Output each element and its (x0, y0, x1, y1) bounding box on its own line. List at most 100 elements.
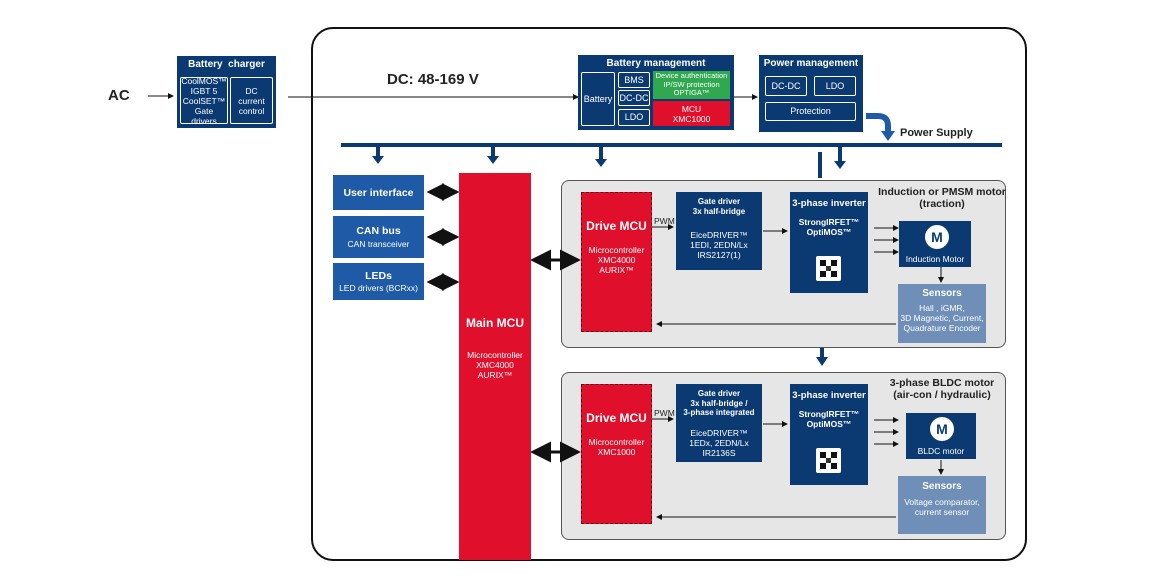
optiga-auth-cell: Device authentication IP/SW protection O… (653, 71, 730, 99)
battery-management-title: Battery management (606, 58, 706, 69)
motor1-drive-mcu: Drive MCU Microcontroller XMC4000 AURIX™ (581, 192, 652, 332)
bms-cell: BMS (618, 72, 650, 88)
system-boundary (311, 27, 1027, 561)
pm-dcdc-cell: DC-DC (765, 76, 807, 96)
drive-mcu-line: Microcontroller (588, 437, 645, 447)
motor1-drive-mcu-title: Drive MCU (586, 219, 647, 233)
motor1-title-line: Induction or PMSM motor (878, 186, 1006, 198)
auth-line: Device authentication (655, 71, 728, 81)
motor-icon: M (930, 417, 954, 441)
motor2-drive-mcu-title: Drive MCU (586, 411, 647, 425)
gate-line: 1EDI, 2EDN/Lx (690, 240, 748, 250)
motor2-inverter-details: StrongIRFET™ OptiMOS™ (790, 409, 868, 429)
bm-mcu-line: XMC1000 (672, 113, 711, 124)
motor2-motor-label: BLDC motor (917, 446, 965, 456)
motor1-gate-details: EiceDRIVER™ 1EDI, 2EDN/Lx IRS2127(1) (676, 230, 762, 260)
gate-line: EiceDRIVER™ (690, 230, 748, 240)
auth-line: IP/SW protection (663, 79, 720, 89)
motor2-drive-mcu: Drive MCU Microcontroller XMC1000 (581, 384, 652, 524)
motor1-sensors: Sensors Hall , iGMR, 3D Magnetic, Curren… (898, 284, 986, 343)
charger-line: control (238, 105, 265, 116)
gate-title-line: Gate driver (697, 197, 741, 206)
bm-dcdc-cell: DC-DC (618, 90, 650, 106)
motor2-title: 3-phase BLDC motor (air-con / hydraulic) (875, 377, 1009, 401)
main-mcu-block: Main MCU Microcontroller XMC4000 AURIX™ (459, 173, 531, 560)
charger-line: CoolMOS™ (181, 75, 227, 86)
main-mcu-line: XMC4000 (476, 360, 514, 370)
charger-devices: CoolMOS™ IGBT 5 CoolSET™ Gate drivers (180, 75, 228, 126)
charger-dc-control: DC current control (230, 77, 273, 124)
battery-management-block: Battery management Battery BMS DC-DC LDO… (578, 55, 734, 130)
gate-title-line: 3x half-bridge / (690, 398, 748, 408)
auth-line: OPTIGA™ (673, 88, 710, 98)
leds-subtitle: LED drivers (BCRxx) (339, 282, 418, 293)
charger-line: Gate drivers (191, 105, 217, 126)
charger-line: CoolSET™ (182, 95, 226, 106)
bm-mcu-cell: MCU XMC1000 (653, 101, 730, 126)
motor1-inverter: 3-phase inverter StrongIRFET™ OptiMOS™ (790, 192, 868, 293)
power-supply-label: Power Supply (900, 127, 973, 139)
inverter-line: StrongIRFET™ (798, 409, 860, 419)
motor1-pwm-label: PWM (654, 216, 675, 226)
motor1-inverter-title: 3-phase inverter (792, 198, 866, 209)
user-interface-title: User interface (343, 186, 414, 199)
motor2-sensors: Sensors Voltage comparator, current sens… (898, 476, 986, 534)
charger-line: DC (245, 85, 258, 96)
motor1-sensors-title: Sensors (922, 288, 962, 299)
pm-ldo-cell: LDO (814, 76, 856, 96)
power-management-block: Power management DC-DC LDO Protection (759, 55, 863, 132)
leds-title: LEDs (365, 269, 392, 282)
main-mcu-details: Microcontroller XMC4000 AURIX™ (459, 350, 531, 380)
motor1-title: Induction or PMSM motor (traction) (875, 186, 1009, 210)
motor2-pwm-label: PWM (654, 408, 675, 418)
gate-title-line: 3x half-bridge (692, 206, 746, 216)
motor2-title-line: (air-con / hydraulic) (893, 389, 991, 401)
motor2-gate-details: EiceDRIVER™ 1EDx, 2EDN/Lx IR2136S (676, 428, 762, 458)
motor1-title-line: (traction) (919, 198, 965, 210)
ac-label: AC (108, 87, 130, 104)
gate-line: EiceDRIVER™ (690, 427, 748, 438)
pm-curve-arrow (866, 113, 891, 132)
inverter-line: StrongIRFET™ (798, 217, 860, 227)
motor1-motor-label: Induction Motor (905, 254, 965, 264)
motor1-sensors-details: Hall , iGMR, 3D Magnetic, Current, Quadr… (898, 303, 986, 333)
mosfet-icon (816, 448, 841, 473)
gate-line: 1EDx, 2EDN/Lx (689, 437, 749, 448)
motor2-gate-driver: Gate driver 3x half-bridge / 3-phase int… (676, 384, 762, 462)
motor2-inverter-title: 3-phase inverter (792, 390, 866, 401)
can-bus-title: CAN bus (356, 224, 401, 237)
motor2-sensors-details: Voltage comparator, current sensor (898, 497, 986, 517)
inverter-line: OptiMOS™ (806, 419, 852, 429)
battery-charger-title: Battery charger (188, 59, 265, 70)
sensor-line: Quadrature Encoder (903, 323, 981, 333)
bus-down-arrows (372, 147, 846, 366)
battery-charger-block: Battery charger CoolMOS™ IGBT 5 CoolSET™… (177, 56, 276, 128)
motor1-gate-title: Gate driver 3x half-bridge (676, 197, 762, 216)
gate-line: IRS2127(1) (697, 250, 741, 260)
motor2-motor: M BLDC motor (906, 413, 976, 459)
motor2-drive-mcu-details: Microcontroller XMC1000 (582, 437, 651, 457)
inverter-line: OptiMOS™ (806, 227, 852, 237)
gate-line: IR2136S (702, 447, 736, 458)
motor1-drive-mcu-details: Microcontroller XMC4000 AURIX™ (582, 245, 651, 275)
battery-cell: Battery (581, 72, 615, 126)
sensor-line: Hall , iGMR, (919, 303, 965, 313)
gate-title-line: Gate driver (697, 389, 741, 398)
motor2-title-line: 3-phase BLDC motor (889, 377, 995, 389)
can-bus-subtitle: CAN transceiver (347, 238, 410, 249)
power-management-title: Power management (763, 58, 859, 69)
user-interface-block: User interface (333, 175, 424, 210)
bm-mcu-line: MCU (681, 103, 702, 114)
pm-protection-cell: Protection (765, 102, 856, 121)
mosfet-icon (816, 256, 841, 281)
leds-block: LEDs LED drivers (BCRxx) (333, 263, 424, 300)
motor2-gate-title: Gate driver 3x half-bridge / 3-phase int… (676, 389, 762, 418)
sensor-line: 3D Magnetic, Current, (900, 313, 984, 323)
main-mcu-line: AURIX™ (477, 370, 513, 380)
bm-ldo-cell: LDO (618, 109, 650, 126)
drive-mcu-line: XMC1000 (597, 447, 636, 457)
motor1-inverter-details: StrongIRFET™ OptiMOS™ (790, 217, 868, 237)
sensor-line: Voltage comparator, (904, 497, 980, 507)
can-bus-block: CAN bus CAN transceiver (333, 216, 424, 258)
drive-mcu-line: AURIX™ (599, 265, 634, 275)
